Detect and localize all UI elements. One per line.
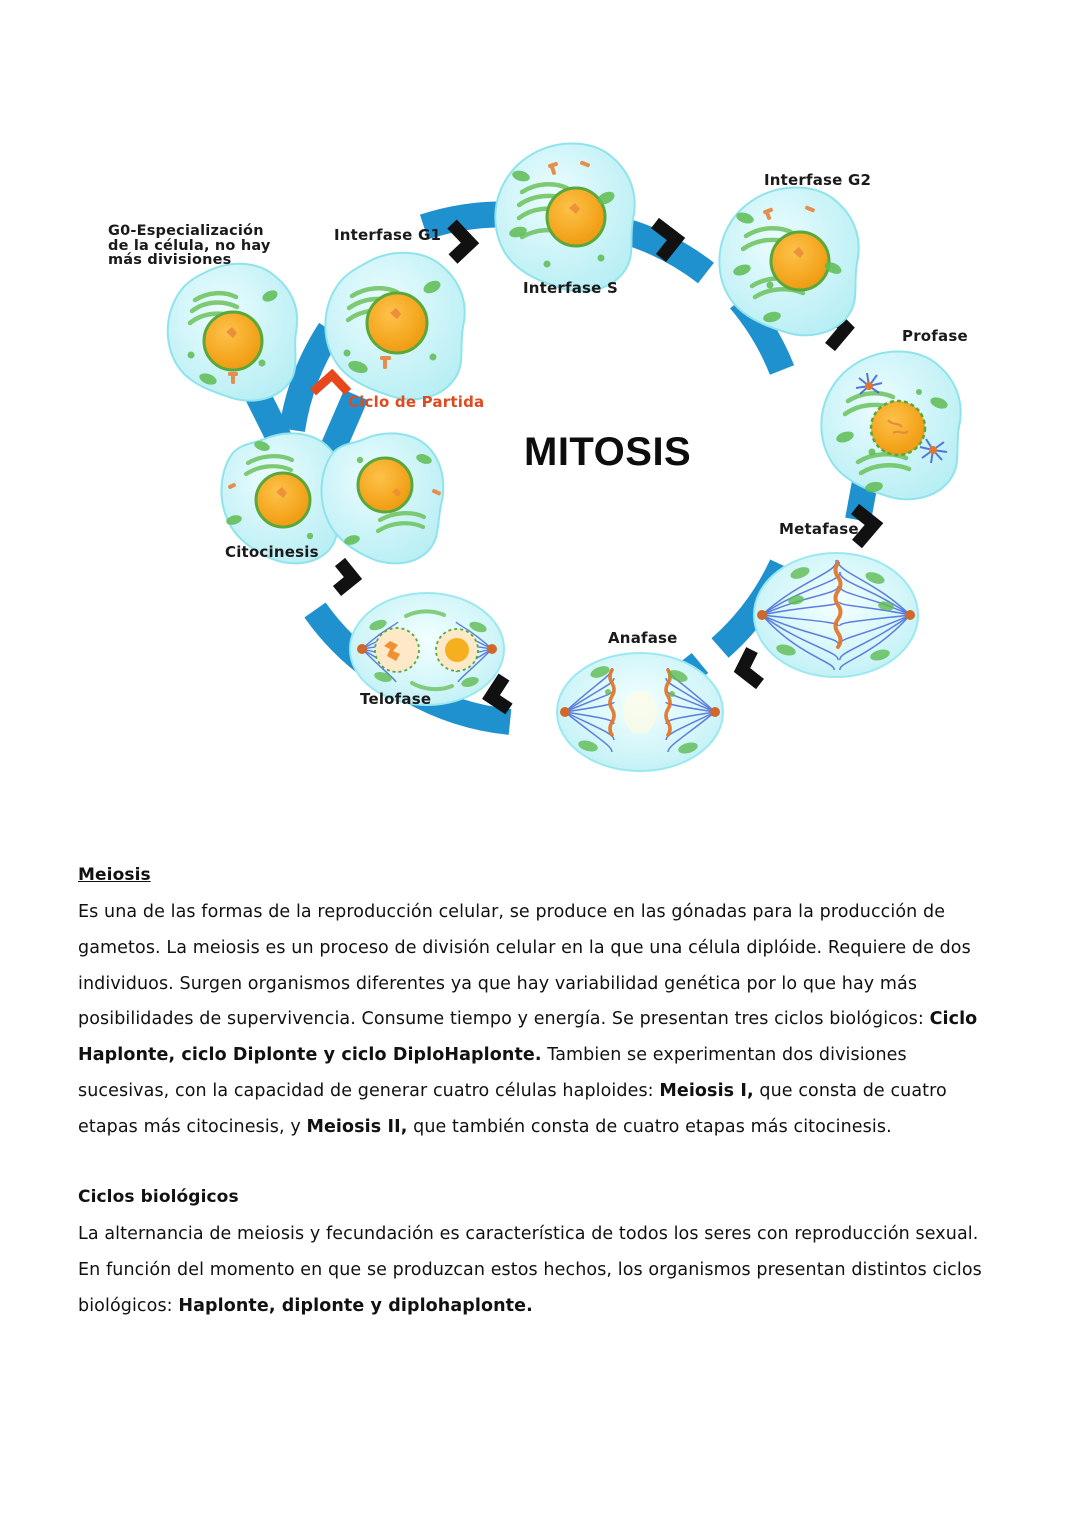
stage-label-anafase: Anafase bbox=[608, 629, 678, 647]
section-ciclos-biologicos: Ciclos biológicos La alternancia de meio… bbox=[78, 1180, 988, 1324]
g0-line-3: más divisiones bbox=[108, 252, 232, 268]
cell-interfase-g1 bbox=[324, 251, 466, 401]
cell-g0 bbox=[166, 262, 299, 402]
paragraph-meiosis: Es una de las formas de la reproducción … bbox=[78, 895, 988, 1146]
meiosis-text-e: que también consta de cuatro etapas más … bbox=[407, 1117, 892, 1138]
heading-ciclos-biologicos: Ciclos biológicos bbox=[78, 1186, 239, 1207]
cell-metafase bbox=[753, 552, 919, 678]
g0-line-2: de la célula, no hay bbox=[108, 237, 271, 254]
cell-citocinesis bbox=[220, 432, 445, 565]
cell-interfase-s bbox=[494, 142, 636, 293]
ciclos-text-a: La alternancia de meiosis y fecundación … bbox=[78, 1223, 982, 1316]
stage-label-interfase-s: Interfase S bbox=[523, 279, 618, 297]
paragraph-ciclos: La alternancia de meiosis y fecundación … bbox=[78, 1217, 988, 1325]
section-spacer bbox=[78, 1146, 988, 1180]
meiosis-bold-meiosis-ii: Meiosis II, bbox=[306, 1117, 408, 1138]
stage-label-metafase: Metafase bbox=[779, 520, 859, 538]
stage-label-profase: Profase bbox=[902, 327, 968, 345]
stage-label-citocinesis: Citocinesis bbox=[225, 543, 319, 561]
g0-line-1: G0-Especialización bbox=[108, 223, 264, 239]
meiosis-bold-ciclos: Ciclo Haplonte, ciclo Diplonte y ciclo D… bbox=[78, 1009, 978, 1066]
section-meiosis: Meiosis Es una de las formas de la repro… bbox=[78, 858, 988, 1146]
ring-arrowheads bbox=[332, 217, 884, 715]
meiosis-text-a: Es una de las formas de la reproducción … bbox=[78, 901, 971, 1030]
cell-profase bbox=[820, 350, 962, 501]
stage-label-interfase-g1: Interfase G1 bbox=[334, 226, 442, 244]
document-body: Meiosis Es una de las formas de la repro… bbox=[78, 858, 988, 1324]
stage-label-telofase: Telofase bbox=[360, 690, 432, 708]
meiosis-text-c: Tambien se experimentan dos divisiones s… bbox=[78, 1045, 907, 1102]
stage-label-interfase-g2: Interfase G2 bbox=[764, 171, 872, 189]
ciclos-bold-tipos: Haplonte, diplonte y diplohaplonte. bbox=[178, 1295, 533, 1316]
mitosis-cycle-diagram: G0-Especialización de la célula, no hay … bbox=[108, 142, 968, 772]
cell-interfase-g2 bbox=[718, 186, 860, 337]
meiosis-text-d: que consta de cuatro etapas más citocine… bbox=[78, 1081, 947, 1138]
cell-telofase bbox=[349, 592, 505, 706]
cell-anafase bbox=[556, 652, 724, 772]
stage-label-g0: G0-Especialización de la célula, no hay … bbox=[108, 224, 308, 268]
start-arrow-icon bbox=[309, 368, 352, 396]
start-cycle-label: Ciclo de Partida bbox=[348, 393, 485, 411]
diagram-title: MITOSIS bbox=[524, 430, 692, 474]
meiosis-bold-meiosis-i: Meiosis I, bbox=[659, 1081, 754, 1102]
cycle-graphic bbox=[166, 142, 962, 772]
heading-meiosis: Meiosis bbox=[78, 865, 151, 885]
